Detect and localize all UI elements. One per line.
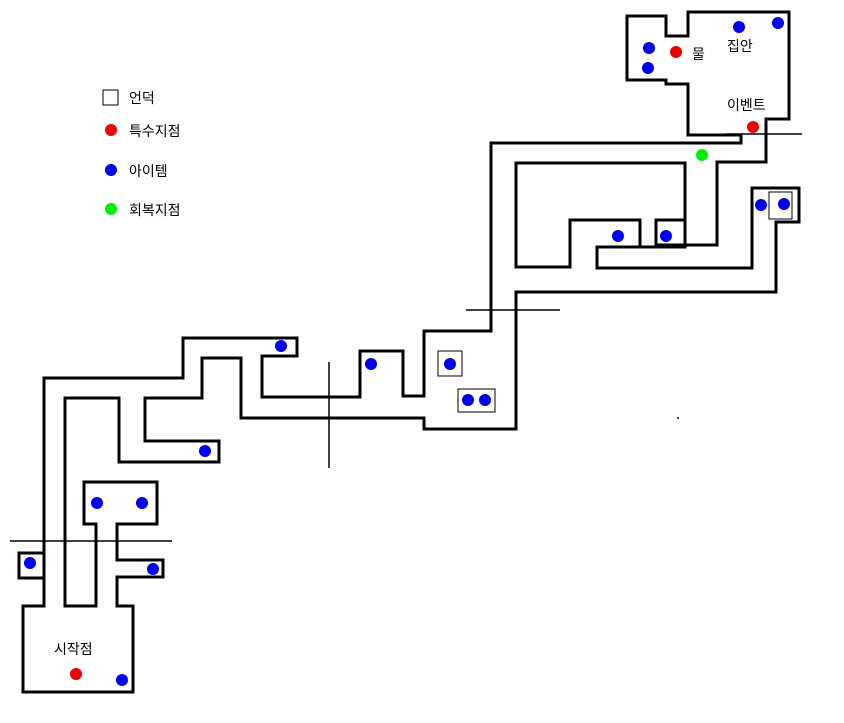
wall-start-room bbox=[21, 186, 801, 694]
hill-boxes bbox=[437, 191, 793, 413]
item-markers bbox=[24, 17, 790, 686]
wall-inner-loop bbox=[514, 161, 687, 269]
label-home: 집안 bbox=[727, 39, 753, 55]
item-marker bbox=[479, 394, 491, 406]
heal-markers bbox=[696, 149, 708, 161]
item-marker bbox=[275, 340, 287, 352]
item-marker bbox=[612, 230, 624, 242]
legend-item-dot bbox=[105, 164, 117, 176]
item-marker bbox=[136, 497, 148, 509]
hill-box bbox=[457, 388, 496, 413]
label-event: 이벤트 bbox=[727, 98, 766, 114]
legend-item-label: 아이템 bbox=[129, 164, 168, 180]
item-marker bbox=[660, 230, 672, 242]
stray-dot bbox=[677, 417, 679, 419]
label-water: 물 bbox=[692, 47, 705, 63]
map-walls bbox=[17, 10, 801, 694]
item-marker bbox=[462, 394, 474, 406]
wall-start-left bbox=[17, 551, 46, 580]
legend-special-dot bbox=[105, 124, 117, 136]
item-marker bbox=[147, 563, 159, 575]
item-marker bbox=[365, 358, 377, 370]
legend: 언덕 특수지점 아이템 회복지점 bbox=[102, 89, 181, 219]
item-marker bbox=[91, 497, 103, 509]
legend-hill-swatch bbox=[102, 89, 119, 106]
item-marker bbox=[778, 198, 790, 210]
item-marker bbox=[772, 17, 784, 29]
legend-heal-label: 회복지점 bbox=[129, 203, 181, 219]
legend-special-label: 특수지점 bbox=[129, 124, 181, 140]
item-marker bbox=[642, 62, 654, 74]
heal-marker bbox=[696, 149, 708, 161]
label-start: 시작점 bbox=[54, 642, 93, 658]
hill-box bbox=[768, 191, 793, 220]
item-marker bbox=[116, 674, 128, 686]
special-marker bbox=[70, 668, 82, 680]
item-marker bbox=[24, 557, 36, 569]
boundary-lines bbox=[10, 133, 802, 542]
item-marker bbox=[755, 199, 767, 211]
item-marker bbox=[444, 358, 456, 370]
legend-heal-dot bbox=[105, 203, 117, 215]
item-marker bbox=[199, 445, 211, 457]
legend-hill-label: 언덕 bbox=[129, 91, 155, 107]
item-marker bbox=[643, 42, 655, 54]
special-marker bbox=[670, 46, 682, 58]
wall-start-outer bbox=[42, 10, 791, 580]
special-marker bbox=[747, 121, 759, 133]
hill-box bbox=[437, 350, 463, 377]
item-marker bbox=[733, 21, 745, 33]
special-markers bbox=[70, 46, 759, 680]
